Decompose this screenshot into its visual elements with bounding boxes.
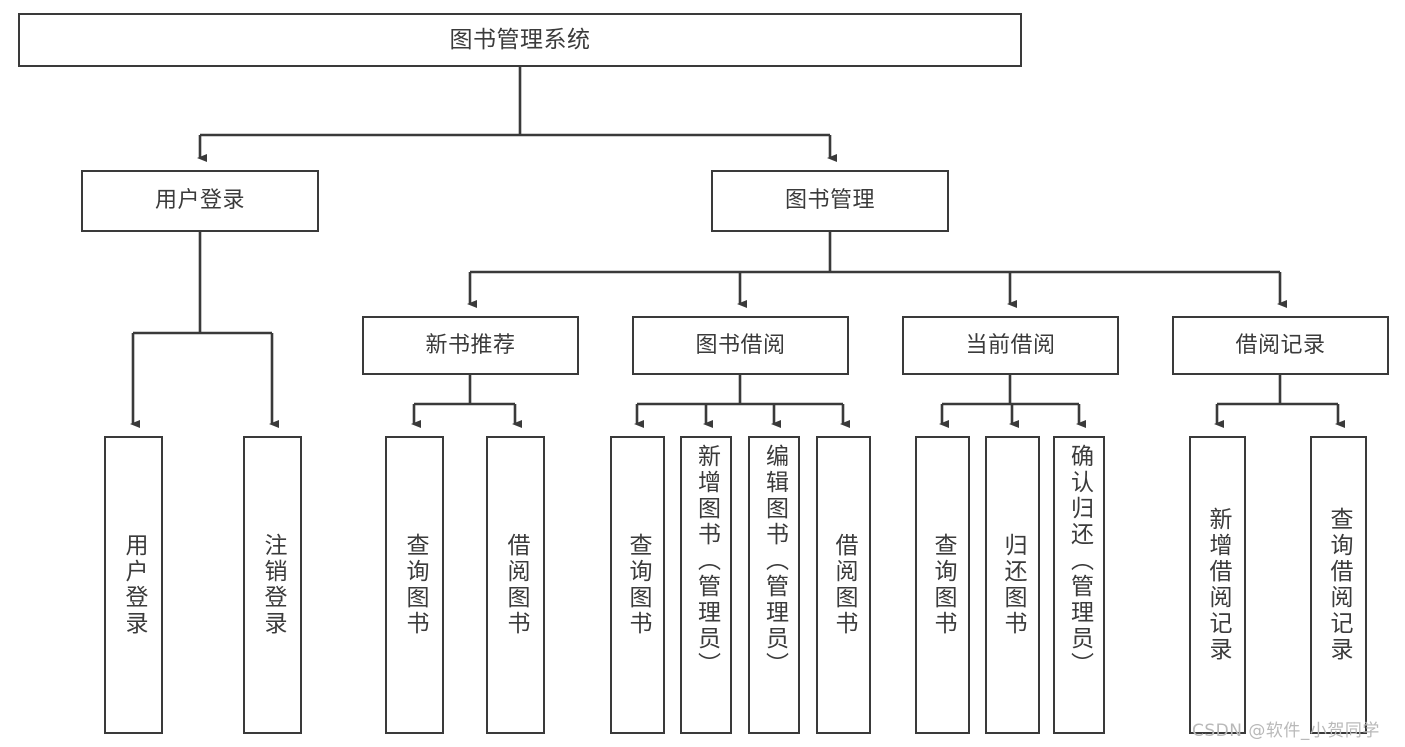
leaf-edit-book-admin[interactable]: 编辑图书（管理员） — [748, 436, 800, 734]
leaf-query-book-recommend-label: 查询图书 — [402, 533, 428, 637]
leaf-return-book[interactable]: 归还图书 — [985, 436, 1040, 734]
leaf-return-book-label: 归还图书 — [1000, 533, 1026, 637]
leaf-query-borrow-record[interactable]: 查询借阅记录 — [1310, 436, 1367, 734]
node-current-borrow[interactable]: 当前借阅 — [902, 316, 1119, 375]
node-book-management[interactable]: 图书管理 — [711, 170, 949, 232]
leaf-query-book-current-label: 查询图书 — [930, 533, 956, 637]
node-new-book-recommend[interactable]: 新书推荐 — [362, 316, 579, 375]
leaf-add-book-admin[interactable]: 新增图书（管理员） — [680, 436, 732, 734]
leaf-add-borrow-record[interactable]: 新增借阅记录 — [1189, 436, 1246, 734]
leaf-edit-book-admin-label: 编辑图书（管理员） — [761, 444, 788, 678]
leaf-query-book-borrow-label: 查询图书 — [625, 533, 651, 637]
node-user-login[interactable]: 用户登录 — [81, 170, 319, 232]
leaf-user-login-label: 用户登录 — [121, 533, 147, 637]
node-root-label: 图书管理系统 — [449, 26, 591, 53]
node-book-management-label: 图书管理 — [784, 188, 875, 214]
leaf-borrow-book-label: 借阅图书 — [831, 533, 857, 637]
node-current-borrow-label: 当前借阅 — [965, 332, 1056, 358]
leaf-borrow-book-recommend[interactable]: 借阅图书 — [486, 436, 545, 734]
leaf-query-book-current[interactable]: 查询图书 — [915, 436, 970, 734]
leaf-query-book-recommend[interactable]: 查询图书 — [385, 436, 444, 734]
leaf-borrow-book-recommend-label: 借阅图书 — [503, 533, 529, 637]
leaf-add-borrow-record-label: 新增借阅记录 — [1205, 507, 1231, 663]
leaf-user-login[interactable]: 用户登录 — [104, 436, 163, 734]
node-borrow-record-label: 借阅记录 — [1235, 332, 1326, 358]
node-book-borrow-label: 图书借阅 — [695, 332, 786, 358]
leaf-query-borrow-record-label: 查询借阅记录 — [1326, 507, 1352, 663]
leaf-logout[interactable]: 注销登录 — [243, 436, 302, 734]
leaf-borrow-book[interactable]: 借阅图书 — [816, 436, 871, 734]
node-user-login-label: 用户登录 — [154, 188, 245, 214]
leaf-confirm-return-admin-label: 确认归还（管理员） — [1066, 444, 1093, 678]
leaf-query-book-borrow[interactable]: 查询图书 — [610, 436, 665, 734]
leaf-confirm-return-admin[interactable]: 确认归还（管理员） — [1053, 436, 1105, 734]
leaf-logout-label: 注销登录 — [260, 533, 286, 637]
leaf-add-book-admin-label: 新增图书（管理员） — [693, 444, 720, 678]
node-root[interactable]: 图书管理系统 — [18, 13, 1022, 67]
node-book-borrow[interactable]: 图书借阅 — [632, 316, 849, 375]
csdn-watermark: CSDN @软件_小贺同学 — [1192, 721, 1380, 741]
node-new-book-recommend-label: 新书推荐 — [425, 332, 516, 358]
node-borrow-record[interactable]: 借阅记录 — [1172, 316, 1389, 375]
